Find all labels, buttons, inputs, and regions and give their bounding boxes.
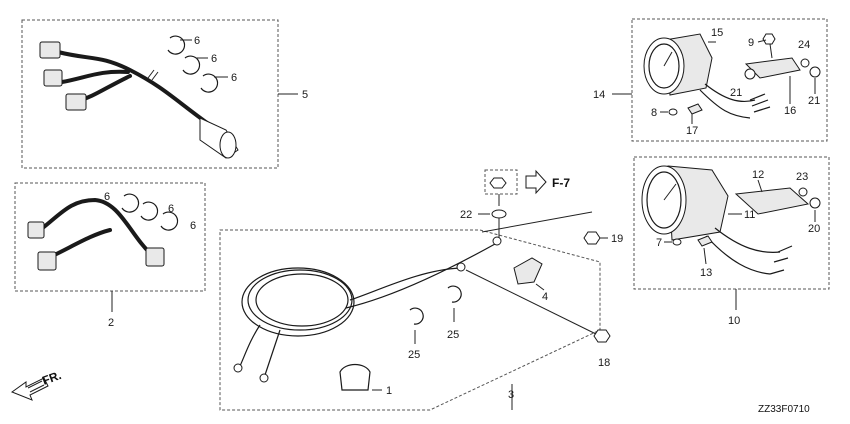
cable-assembly-3 — [233, 236, 502, 383]
gauge-11 — [641, 165, 729, 241]
callout-9: 9 — [748, 37, 754, 49]
callout-5: 5 — [302, 89, 308, 101]
reference-label: F-7 — [552, 176, 570, 190]
cover-4 — [513, 257, 543, 285]
callout-6-c: 6 — [231, 72, 237, 84]
nut-19 — [583, 231, 601, 245]
callout-18: 18 — [598, 357, 610, 369]
callout-21-b: 21 — [808, 95, 820, 107]
callout-25-b: 25 — [447, 329, 459, 341]
callout-21-a: 21 — [730, 87, 742, 99]
bolt-18 — [593, 329, 611, 343]
washer-7 — [672, 238, 682, 246]
callout-6-a: 6 — [194, 35, 200, 47]
callout-4: 4 — [542, 291, 548, 303]
callout-25-a: 25 — [408, 349, 420, 361]
bulb-13 — [697, 235, 713, 247]
front-direction-label: FR. — [40, 368, 63, 388]
callout-19: 19 — [611, 233, 623, 245]
clips-6-top — [167, 35, 219, 93]
bracket-12 — [734, 187, 810, 215]
nut-24 — [800, 58, 810, 68]
nut-20 — [809, 197, 821, 209]
reference-arrow — [525, 169, 547, 195]
callout-6-b: 6 — [211, 53, 217, 65]
clip-25-a — [409, 307, 424, 325]
callout-20: 20 — [808, 223, 820, 235]
clip-1 — [339, 363, 371, 391]
nut-reference-box — [484, 169, 518, 195]
callout-8: 8 — [651, 107, 657, 119]
callout-17: 17 — [686, 125, 698, 137]
nut-21-right — [809, 66, 821, 78]
callout-13: 13 — [700, 267, 712, 279]
callout-7: 7 — [656, 237, 662, 249]
front-direction-arrow — [10, 377, 49, 401]
callout-6-e: 6 — [168, 203, 174, 215]
nut-23 — [798, 187, 808, 197]
callout-1: 1 — [386, 385, 392, 397]
gauge-15 — [643, 33, 713, 96]
screw-9 — [762, 33, 776, 45]
washer-22 — [491, 209, 507, 219]
nut-21-left — [744, 68, 756, 80]
harness-2 — [27, 197, 165, 271]
leader-18 — [465, 269, 601, 337]
group-box-10 — [633, 156, 830, 290]
washer-8 — [668, 108, 678, 116]
bulb-17 — [687, 103, 703, 115]
harness-5 — [39, 41, 239, 159]
callout-6-f: 6 — [190, 220, 196, 232]
clip-25-b — [447, 285, 462, 303]
group-box-2 — [14, 182, 206, 292]
group-box-3 — [219, 229, 601, 411]
callout-10: 10 — [728, 315, 740, 327]
diagram-code: ZZ33F0710 — [758, 404, 810, 415]
group-box-5 — [21, 19, 279, 169]
callout-14: 14 — [593, 89, 605, 101]
callout-6-d: 6 — [104, 191, 110, 203]
callout-16: 16 — [784, 105, 796, 117]
callout-11: 11 — [744, 209, 755, 221]
callout-24: 24 — [798, 39, 810, 51]
callout-2: 2 — [108, 317, 114, 329]
callout-12: 12 — [752, 169, 764, 181]
callout-3: 3 — [508, 389, 514, 401]
group-box-14 — [631, 18, 828, 142]
clips-6-left — [121, 193, 179, 231]
nut-22-top — [489, 177, 507, 189]
callout-23: 23 — [796, 171, 808, 183]
callout-22: 22 — [460, 209, 472, 221]
callout-15: 15 — [711, 27, 723, 39]
